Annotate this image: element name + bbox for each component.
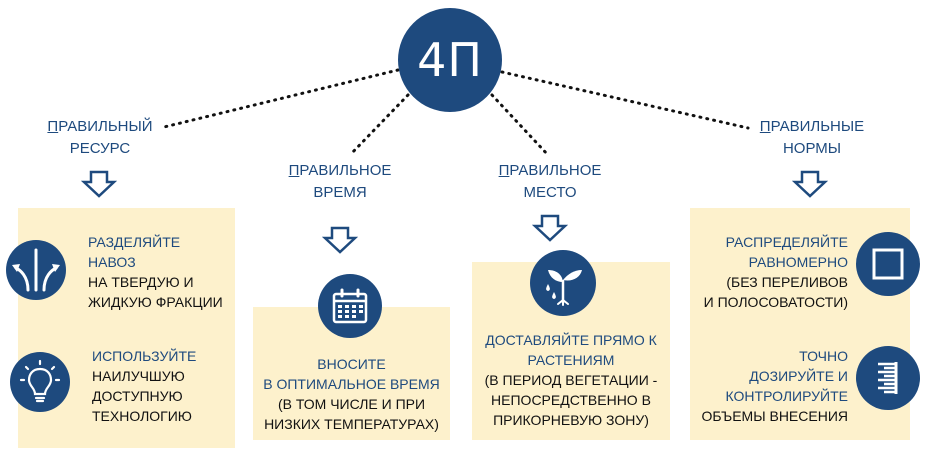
resource-item-2-highlight: ИСПОЛЬЗУЙТЕ	[92, 348, 197, 364]
split-arrows-icon	[6, 240, 66, 300]
heading-time-line2: ВРЕМЯ	[313, 184, 367, 201]
heading-time-rest: РАВИЛЬНОЕ	[299, 162, 392, 179]
down-arrow-icon	[81, 170, 117, 198]
heading-resource-initial: П	[47, 118, 59, 135]
square-icon	[856, 232, 920, 296]
hub-4p: 4П	[398, 8, 502, 112]
heading-place: ПРАВИЛЬНОЕ МЕСТО	[490, 160, 610, 204]
heading-place-initial: П	[498, 162, 510, 179]
place-item-1-text: (В ПЕРИОД ВЕГЕТАЦИИ - НЕПОСРЕДСТВЕННО В …	[484, 372, 658, 428]
heading-place-line2: МЕСТО	[523, 184, 577, 201]
resource-item-2-text: НАИЛУЧШУЮ ДОСТУПНУЮ ТЕХНОЛОГИЮ	[92, 368, 192, 424]
heading-norms-rest: РАВИЛЬНЫЕ	[770, 118, 865, 135]
heading-resource-rest: РАВИЛЬНЫЙ	[58, 118, 153, 135]
norms-item-2-highlight: ТОЧНО ДОЗИРУЙТЕ И КОНТРОЛИРУЙТЕ	[725, 348, 848, 404]
heading-resource-line2: РЕСУРС	[69, 140, 131, 157]
heading-time-initial: П	[288, 162, 300, 179]
connector-place	[490, 93, 550, 157]
heading-place-rest: РАВИЛЬНОЕ	[509, 162, 602, 179]
place-item-1: ДОСТАВЛЯЙТЕ ПРЯМО К РАСТЕНИЯМ (В ПЕРИОД …	[472, 330, 670, 430]
calendar-icon	[318, 274, 382, 338]
time-item-1: ВНОСИТЕ В ОПТИМАЛЬНОЕ ВРЕМЯ (В ТОМ ЧИСЛЕ…	[253, 354, 450, 434]
heading-norms-initial: П	[759, 118, 771, 135]
down-arrow-icon	[322, 226, 358, 254]
norms-item-2: ТОЧНО ДОЗИРУЙТЕ И КОНТРОЛИРУЙТЕ ОБЪЕМЫ В…	[694, 346, 849, 426]
resource-item-1: РАЗДЕЛЯЙТЕ НАВОЗ НА ТВЕРДУЮ И ЖИДКУЮ ФРА…	[88, 232, 238, 312]
connector-norms	[500, 70, 750, 130]
down-arrow-icon	[532, 214, 568, 242]
light-bulb-icon	[10, 352, 70, 412]
time-item-1-highlight: ВНОСИТЕ В ОПТИМАЛЬНОЕ ВРЕМЯ	[263, 356, 440, 392]
resource-item-2: ИСПОЛЬЗУЙТЕ НАИЛУЧШУЮ ДОСТУПНУЮ ТЕХНОЛОГ…	[92, 346, 232, 426]
resource-item-1-highlight: РАЗДЕЛЯЙТЕ НАВОЗ	[88, 234, 181, 270]
connector-time	[348, 93, 410, 157]
norms-item-1: РАСПРЕДЕЛЯЙТЕ РАВНОМЕРНО (БЕЗ ПЕРЕЛИВОВ …	[694, 232, 848, 312]
norms-item-1-highlight: РАСПРЕДЕЛЯЙТЕ РАВНОМЕРНО	[725, 234, 848, 270]
resource-item-1-text: НА ТВЕРДУЮ И ЖИДКУЮ ФРАКЦИИ	[88, 274, 223, 310]
hub-label: 4П	[417, 33, 483, 87]
ruler-scale-icon	[856, 346, 920, 410]
place-item-1-highlight: ДОСТАВЛЯЙТЕ ПРЯМО К РАСТЕНИЯМ	[485, 332, 657, 368]
heading-norms-line2: НОРМЫ	[782, 140, 842, 157]
plant-sprout-icon	[530, 250, 596, 316]
norms-item-2-text: ОБЪЕМЫ ВНЕСЕНИЯ	[701, 408, 849, 424]
heading-norms: ПРАВИЛЬНЫЕ НОРМЫ	[747, 116, 877, 160]
time-item-1-text: (В ТОМ ЧИСЛЕ И ПРИ НИЗКИХ ТЕМПЕРАТУРАХ)	[264, 396, 439, 432]
connector-resource	[158, 68, 400, 130]
heading-resource: ПРАВИЛЬНЫЙ РЕСУРС	[40, 116, 160, 160]
norms-item-1-text: (БЕЗ ПЕРЕЛИВОВ И ПОЛОСОВАТОСТИ)	[703, 274, 848, 310]
heading-time: ПРАВИЛЬНОЕ ВРЕМЯ	[280, 160, 400, 204]
down-arrow-icon	[792, 170, 828, 198]
